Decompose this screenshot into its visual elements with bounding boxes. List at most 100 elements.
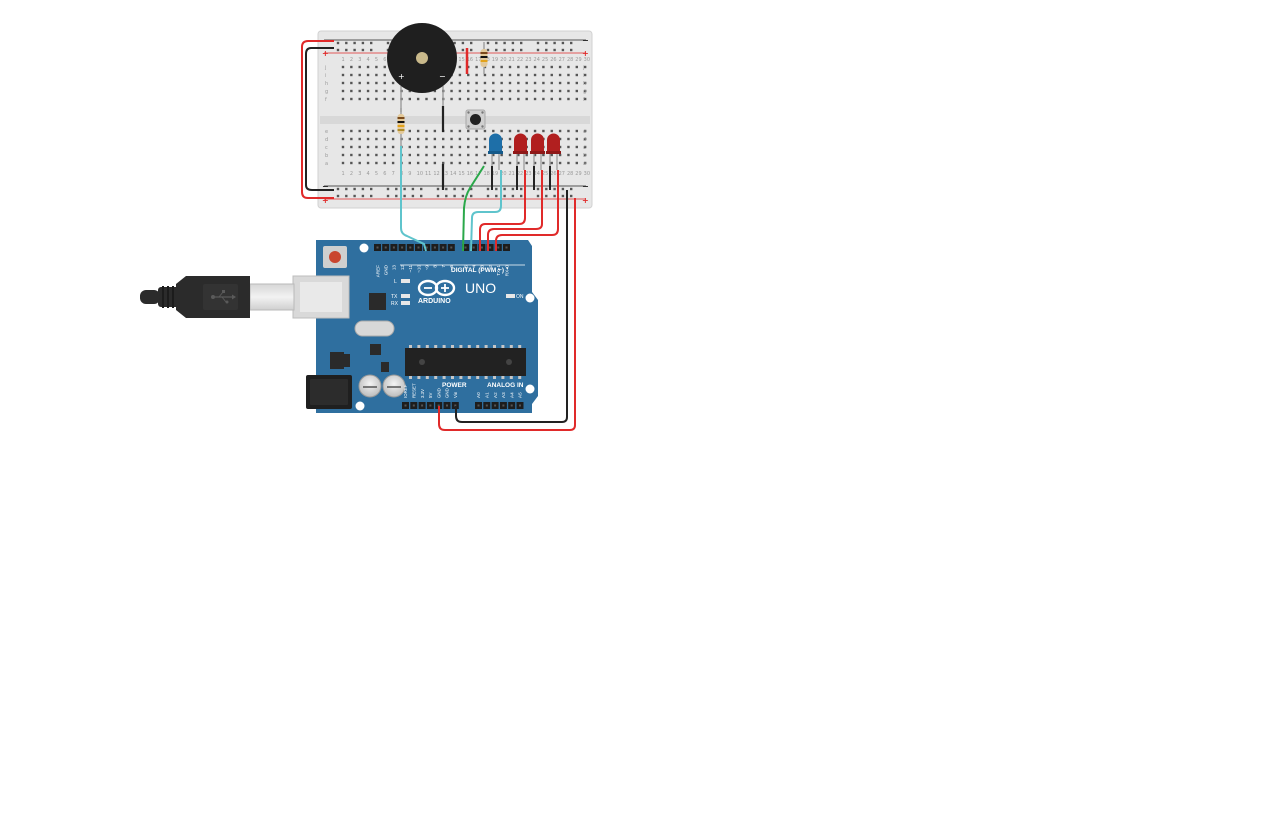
breadboard-hole[interactable]: [383, 65, 386, 69]
rail-hole[interactable]: [461, 194, 465, 198]
breadboard-hole[interactable]: [375, 97, 378, 101]
breadboard-hole[interactable]: [475, 89, 478, 93]
breadboard-hole[interactable]: [567, 97, 570, 101]
breadboard-hole[interactable]: [433, 97, 437, 101]
breadboard-hole[interactable]: [550, 161, 553, 165]
rail-hole[interactable]: [353, 194, 356, 198]
rail-hole[interactable]: [345, 41, 348, 45]
breadboard-hole[interactable]: [542, 153, 545, 157]
breadboard-hole[interactable]: [575, 89, 578, 93]
breadboard-hole[interactable]: [467, 161, 470, 165]
breadboard-hole[interactable]: [483, 161, 487, 165]
breadboard-hole[interactable]: [350, 97, 353, 101]
breadboard-hole[interactable]: [583, 129, 587, 133]
rail-hole[interactable]: [545, 187, 548, 191]
breadboard-hole[interactable]: [533, 161, 537, 165]
breadboard-hole[interactable]: [467, 145, 470, 149]
breadboard-hole[interactable]: [550, 89, 553, 93]
rail-hole[interactable]: [345, 187, 348, 191]
rail-hole[interactable]: [470, 48, 473, 52]
rail-hole[interactable]: [453, 41, 456, 45]
breadboard-hole[interactable]: [375, 145, 378, 149]
breadboard-hole[interactable]: [475, 145, 478, 149]
breadboard-hole[interactable]: [492, 129, 495, 133]
rail-hole[interactable]: [545, 41, 548, 45]
breadboard-hole[interactable]: [408, 161, 411, 165]
breadboard-hole[interactable]: [350, 161, 353, 165]
breadboard-hole[interactable]: [533, 81, 537, 85]
breadboard-hole[interactable]: [558, 73, 562, 77]
breadboard-hole[interactable]: [458, 89, 462, 93]
breadboard-hole[interactable]: [508, 81, 512, 85]
breadboard-hole[interactable]: [583, 137, 587, 141]
breadboard-hole[interactable]: [533, 97, 537, 101]
breadboard-hole[interactable]: [467, 89, 470, 93]
wires[interactable]: [301, 40, 576, 431]
breadboard-hole[interactable]: [358, 89, 361, 93]
breadboard-hole[interactable]: [583, 73, 587, 77]
rail-hole[interactable]: [511, 194, 515, 198]
breadboard-hole[interactable]: [341, 153, 345, 157]
breadboard-hole[interactable]: [425, 153, 428, 157]
breadboard-hole[interactable]: [442, 161, 445, 165]
breadboard-hole[interactable]: [425, 137, 428, 141]
breadboard-hole[interactable]: [391, 161, 395, 165]
breadboard-hole[interactable]: [458, 129, 462, 133]
breadboard-hole[interactable]: [533, 129, 537, 133]
led-red-2[interactable]: [530, 133, 545, 171]
breadboard-hole[interactable]: [583, 81, 587, 85]
rail-hole[interactable]: [570, 41, 573, 45]
breadboard-hole[interactable]: [416, 161, 420, 165]
rail-hole[interactable]: [486, 41, 490, 45]
breadboard-hole[interactable]: [517, 161, 520, 165]
breadboard-hole[interactable]: [492, 81, 495, 85]
rail-hole[interactable]: [420, 194, 423, 198]
breadboard-hole[interactable]: [341, 129, 345, 133]
rail-hole[interactable]: [345, 48, 348, 52]
breadboard-hole[interactable]: [475, 97, 478, 101]
rail-hole[interactable]: [370, 194, 373, 198]
rail-hole[interactable]: [336, 41, 340, 45]
rail-hole[interactable]: [536, 48, 540, 52]
breadboard-hole[interactable]: [583, 97, 587, 101]
breadboard-hole[interactable]: [575, 129, 578, 133]
breadboard-hole[interactable]: [558, 81, 562, 85]
breadboard-hole[interactable]: [517, 129, 520, 133]
breadboard-hole[interactable]: [350, 89, 353, 93]
breadboard-hole[interactable]: [483, 153, 487, 157]
breadboard-hole[interactable]: [467, 97, 470, 101]
breadboard-hole[interactable]: [425, 97, 428, 101]
power-header[interactable]: [402, 402, 459, 409]
breadboard-hole[interactable]: [558, 65, 562, 69]
pushbutton[interactable]: [465, 109, 486, 130]
breadboard-hole[interactable]: [450, 89, 453, 93]
breadboard-hole[interactable]: [558, 129, 562, 133]
breadboard-hole[interactable]: [567, 73, 570, 77]
rail-hole[interactable]: [570, 194, 573, 198]
breadboard-hole[interactable]: [567, 153, 570, 157]
breadboard-hole[interactable]: [558, 145, 562, 149]
rail-hole[interactable]: [520, 41, 523, 45]
breadboard-hole[interactable]: [525, 97, 528, 101]
breadboard-hole[interactable]: [567, 145, 570, 149]
breadboard-hole[interactable]: [408, 145, 411, 149]
breadboard-hole[interactable]: [416, 129, 420, 133]
breadboard-hole[interactable]: [475, 65, 478, 69]
rail-hole[interactable]: [411, 194, 415, 198]
breadboard-hole[interactable]: [508, 153, 512, 157]
breadboard-hole[interactable]: [508, 129, 512, 133]
wire-red-led3-pin3[interactable]: [495, 170, 559, 251]
breadboard-hole[interactable]: [517, 81, 520, 85]
breadboard-hole[interactable]: [341, 145, 345, 149]
breadboard-hole[interactable]: [442, 137, 445, 141]
rail-hole[interactable]: [495, 187, 498, 191]
breadboard-hole[interactable]: [467, 73, 470, 77]
rail-hole[interactable]: [495, 41, 498, 45]
breadboard-hole[interactable]: [575, 65, 578, 69]
breadboard-hole[interactable]: [450, 129, 453, 133]
breadboard-hole[interactable]: [425, 129, 428, 133]
breadboard-hole[interactable]: [433, 161, 437, 165]
breadboard-hole[interactable]: [341, 81, 345, 85]
breadboard-hole[interactable]: [358, 137, 361, 141]
